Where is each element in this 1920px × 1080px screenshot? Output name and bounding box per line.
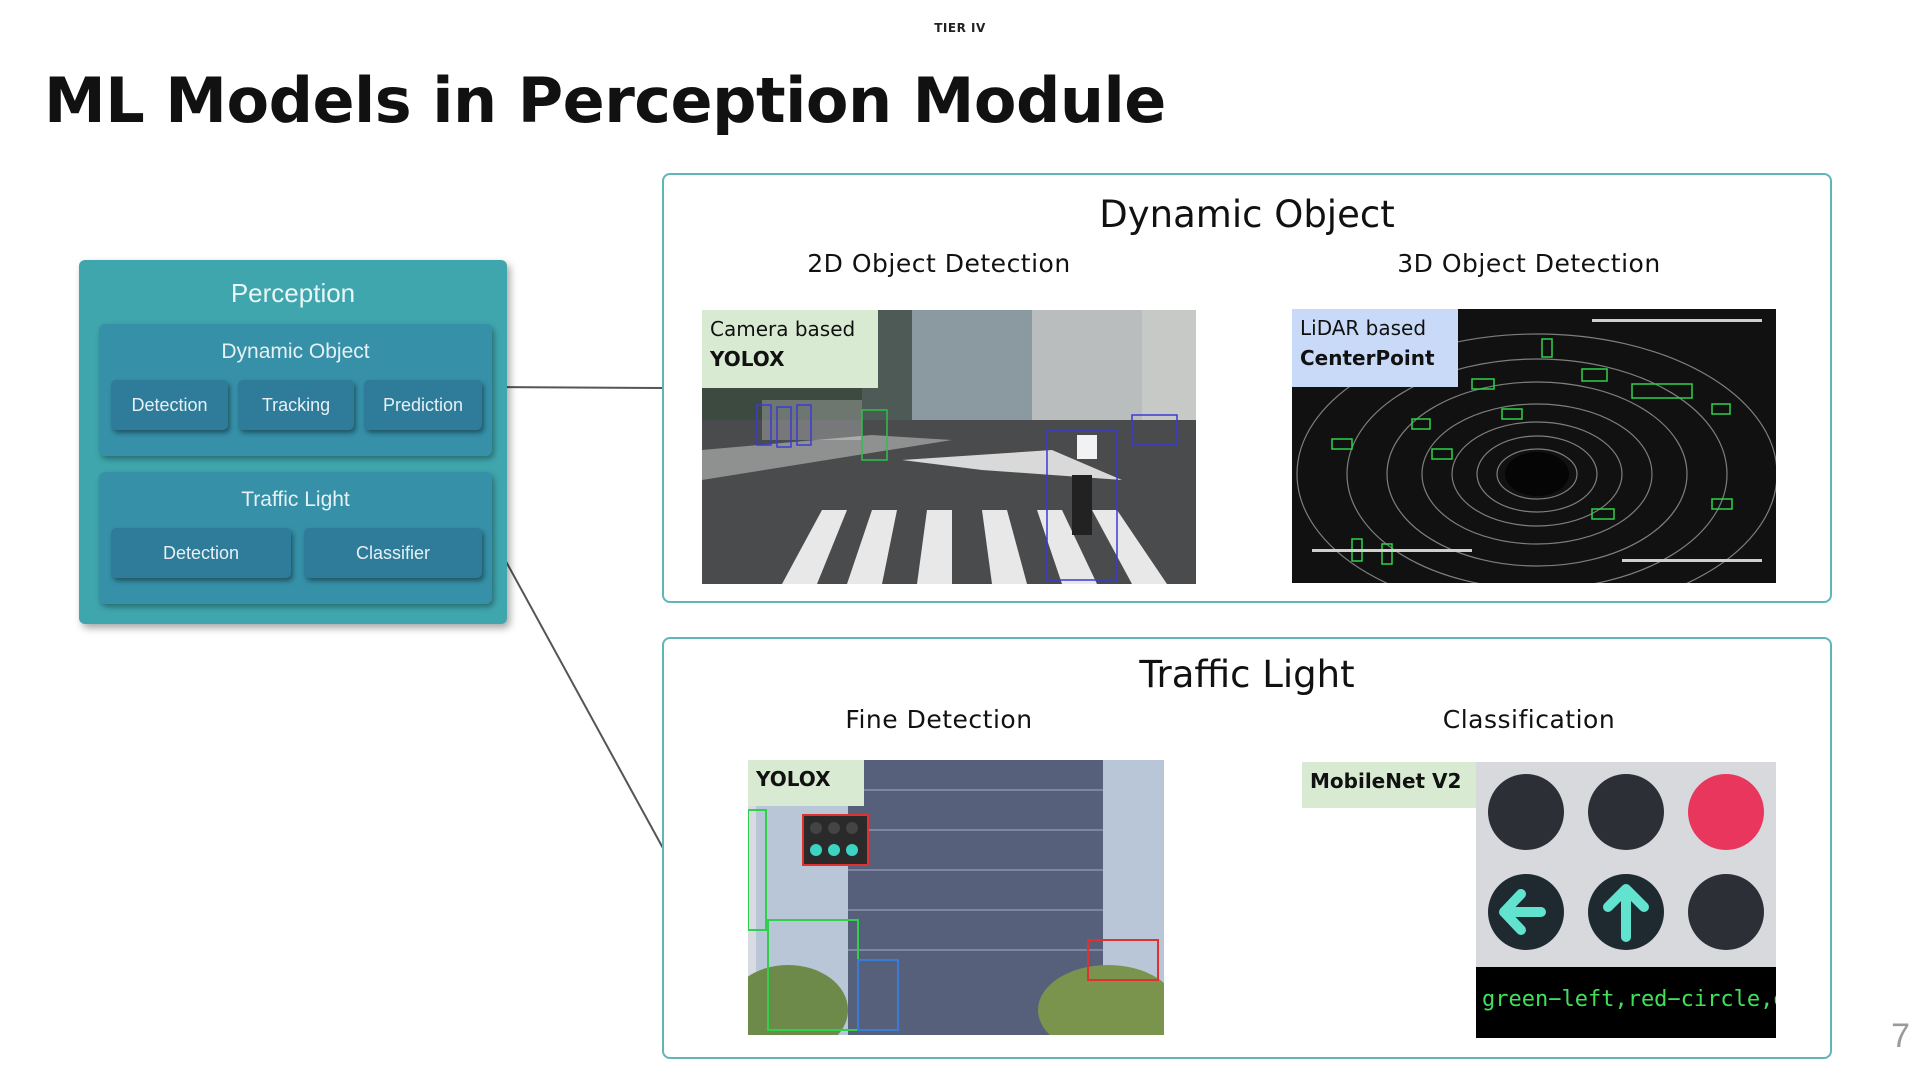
page-title: ML Models in Perception Module: [44, 64, 1166, 137]
traffic-detection-graphic: [748, 760, 1164, 1035]
traffic-connector: [496, 544, 665, 851]
lidar-tag-line1: LiDAR based: [1300, 316, 1427, 340]
3d-detection-subtitle: 3D Object Detection: [1397, 249, 1661, 278]
page-number: 7: [1891, 1017, 1910, 1055]
perception-block: Perception Dynamic Object Detection Trac…: [79, 260, 507, 624]
dynamic-connector: [496, 386, 665, 389]
mobilenet-tag-label: MobileNet V2: [1310, 769, 1462, 793]
dynamic-tracking-chip: Tracking: [238, 380, 354, 430]
fine-detection-subtitle: Fine Detection: [845, 705, 1033, 734]
yolox-tag: YOLOX: [748, 760, 864, 806]
traffic-light-panel: Traffic Light Fine Detection Classificat…: [662, 637, 1832, 1059]
dynamic-prediction-chip: Prediction: [364, 380, 482, 430]
2d-detection-subtitle: 2D Object Detection: [807, 249, 1071, 278]
dynamic-object-title: Dynamic Object: [221, 340, 370, 363]
traffic-panel-title: Traffic Light: [1139, 653, 1355, 696]
classification-image: green−left,red−circle,g: [1476, 762, 1776, 1038]
mobilenet-tag: MobileNet V2: [1302, 762, 1480, 808]
dynamic-detection-chip: Detection: [111, 380, 228, 430]
perception-title: Perception: [230, 278, 356, 308]
lidar-tag-model: CenterPoint: [1300, 346, 1435, 370]
classification-banner-text: green−left,red−circle,g: [1482, 987, 1776, 1012]
lidar-tag: LiDAR based CenterPoint: [1292, 309, 1458, 387]
traffic-classifier-chip: Classifier: [304, 528, 482, 578]
header-brand: TIER IV: [934, 21, 986, 35]
fine-detection-image: YOLOX: [748, 760, 1164, 1035]
street-scene-graphic: [702, 310, 1196, 584]
yolox-tag-label: YOLOX: [756, 767, 831, 791]
dynamic-panel-title: Dynamic Object: [1099, 193, 1395, 236]
camera-tag-line1: Camera based: [710, 317, 856, 341]
traffic-detection-chip: Detection: [111, 528, 291, 578]
traffic-light-group: Traffic Light Detection Classifier: [99, 472, 492, 604]
traffic-light-classify-graphic: [1476, 762, 1776, 1038]
dynamic-object-group: Dynamic Object Detection Tracking Predic…: [99, 324, 492, 456]
dynamic-object-panel: Dynamic Object 2D Object Detection 3D Ob…: [662, 173, 1832, 603]
classification-subtitle: Classification: [1442, 705, 1616, 734]
traffic-light-title: Traffic Light: [241, 488, 350, 511]
camera-detection-image: Camera based YOLOX: [702, 310, 1196, 584]
lidar-detection-image: LiDAR based CenterPoint: [1292, 309, 1776, 583]
camera-tag: Camera based YOLOX: [702, 310, 878, 388]
camera-tag-model: YOLOX: [710, 347, 785, 371]
